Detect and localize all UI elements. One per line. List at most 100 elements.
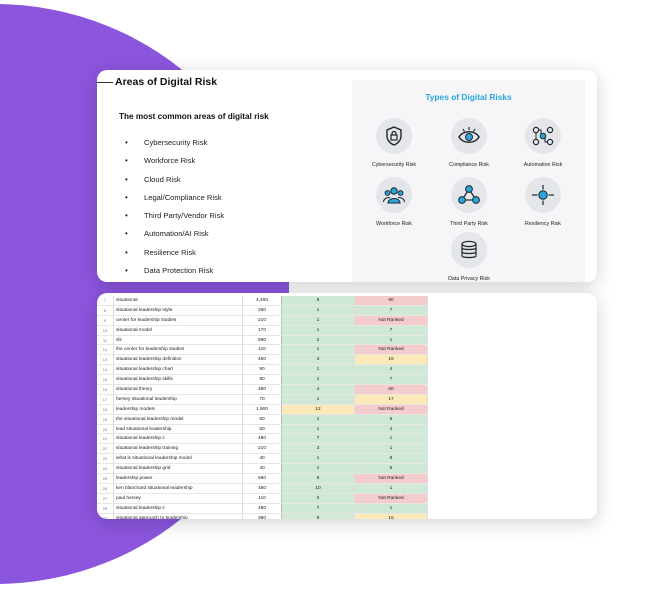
position-cell[interactable]: 1	[281, 414, 355, 425]
row-number[interactable]: 20	[97, 424, 114, 435]
volume-cell[interactable]: 460	[242, 354, 282, 366]
row-number[interactable]: 10	[97, 325, 114, 336]
row-number[interactable]: 14	[97, 364, 114, 376]
rank-cell[interactable]: 17	[354, 394, 428, 405]
row-number[interactable]: 8	[97, 305, 114, 316]
keyword-cell[interactable]: situational leadership ii	[113, 433, 243, 445]
rank-cell[interactable]: 5	[354, 463, 428, 475]
row-number[interactable]: 9	[97, 315, 114, 326]
position-cell[interactable]: 7	[281, 433, 355, 445]
row-number[interactable]: 23	[97, 453, 114, 465]
volume-cell[interactable]: 90	[242, 374, 282, 386]
keyword-cell[interactable]: paul hersey	[113, 493, 243, 504]
keyword-cell[interactable]: situational leadership style	[113, 305, 243, 316]
rank-cell[interactable]: Not Ranked	[354, 404, 428, 415]
row-number[interactable]: 11	[97, 335, 114, 346]
position-cell[interactable]: 2	[281, 335, 355, 346]
keyword-cell[interactable]: what is situational leadership model	[113, 453, 243, 465]
rank-cell[interactable]: 90	[354, 296, 428, 306]
position-cell[interactable]: 3	[281, 354, 355, 366]
position-cell[interactable]: 7	[281, 503, 355, 514]
rank-cell[interactable]: Not Ranked	[354, 315, 428, 326]
position-cell[interactable]: 1	[281, 424, 355, 435]
keyword-cell[interactable]: the situational leadership model	[113, 414, 243, 425]
row-number[interactable]: 12	[97, 344, 114, 356]
keyword-cell[interactable]: situational leadership grid	[113, 463, 243, 475]
volume-cell[interactable]: 4,400	[242, 296, 282, 306]
volume-cell[interactable]: 480	[242, 384, 282, 395]
keyword-cell[interactable]: situational leadership chart	[113, 364, 243, 376]
volume-cell[interactable]: 110	[242, 493, 282, 504]
rank-cell[interactable]: 60	[354, 384, 428, 395]
row-number[interactable]: 18	[97, 404, 114, 415]
keyword-cell[interactable]: lead situational leadership	[113, 424, 243, 435]
rank-cell[interactable]: 7	[354, 305, 428, 316]
position-cell[interactable]: 1	[281, 325, 355, 336]
keyword-cell[interactable]: situational leadership ii	[113, 503, 243, 514]
keyword-cell[interactable]: ken blanchard situational leadership	[113, 483, 243, 494]
volume-cell[interactable]: 480	[242, 503, 282, 514]
row-number[interactable]: 26	[97, 483, 114, 494]
volume-cell[interactable]: 40	[242, 463, 282, 475]
row-number[interactable]: 28	[97, 503, 114, 514]
volume-cell[interactable]: 210	[242, 315, 282, 326]
row-number[interactable]: 7	[97, 296, 114, 306]
position-cell[interactable]: 1	[281, 463, 355, 475]
volume-cell[interactable]: 50	[242, 424, 282, 435]
volume-cell[interactable]: 170	[242, 325, 282, 336]
row-number[interactable]: 16	[97, 384, 114, 395]
volume-cell[interactable]: 260	[242, 305, 282, 316]
rank-cell[interactable]: 1	[354, 433, 428, 445]
keyword-cell[interactable]: center for leadership studies	[113, 315, 243, 326]
position-cell[interactable]: 1	[281, 374, 355, 386]
position-cell[interactable]: 8	[281, 473, 355, 484]
rank-cell[interactable]: 8	[354, 453, 428, 465]
rank-cell[interactable]: Not Ranked	[354, 473, 428, 484]
volume-cell[interactable]: 40	[242, 453, 282, 465]
position-cell[interactable]: 1	[281, 315, 355, 326]
volume-cell[interactable]: 590	[242, 335, 282, 346]
position-cell[interactable]: 1	[281, 305, 355, 316]
position-cell[interactable]: 10	[281, 483, 355, 494]
volume-cell[interactable]: 1,900	[242, 404, 282, 415]
keyword-cell[interactable]: the center for leadership studies	[113, 344, 243, 356]
position-cell[interactable]: 1	[281, 394, 355, 405]
keyword-cell[interactable]: situational leadership training	[113, 443, 243, 455]
position-cell[interactable]: 1	[281, 453, 355, 465]
rank-cell[interactable]: 15	[354, 354, 428, 366]
position-cell[interactable]: 12	[281, 404, 355, 415]
rank-cell[interactable]: 1	[354, 483, 428, 494]
volume-cell[interactable]: 50	[242, 414, 282, 425]
rank-cell[interactable]: 15	[354, 513, 428, 519]
row-number[interactable]: 15	[97, 374, 114, 386]
keyword-cell[interactable]: situational model	[113, 325, 243, 336]
keyword-cell[interactable]: leadership models	[113, 404, 243, 415]
row-number[interactable]: 17	[97, 394, 114, 405]
row-number[interactable]: 22	[97, 443, 114, 455]
keyword-cell[interactable]: hersey situational leadership	[113, 394, 243, 405]
row-number[interactable]: 25	[97, 473, 114, 484]
position-cell[interactable]: 4	[281, 384, 355, 395]
position-cell[interactable]: 3	[281, 443, 355, 455]
row-number[interactable]: 13	[97, 354, 114, 366]
volume-cell[interactable]: 590	[242, 473, 282, 484]
keyword-cell[interactable]: situational approach to leadership	[113, 513, 243, 519]
